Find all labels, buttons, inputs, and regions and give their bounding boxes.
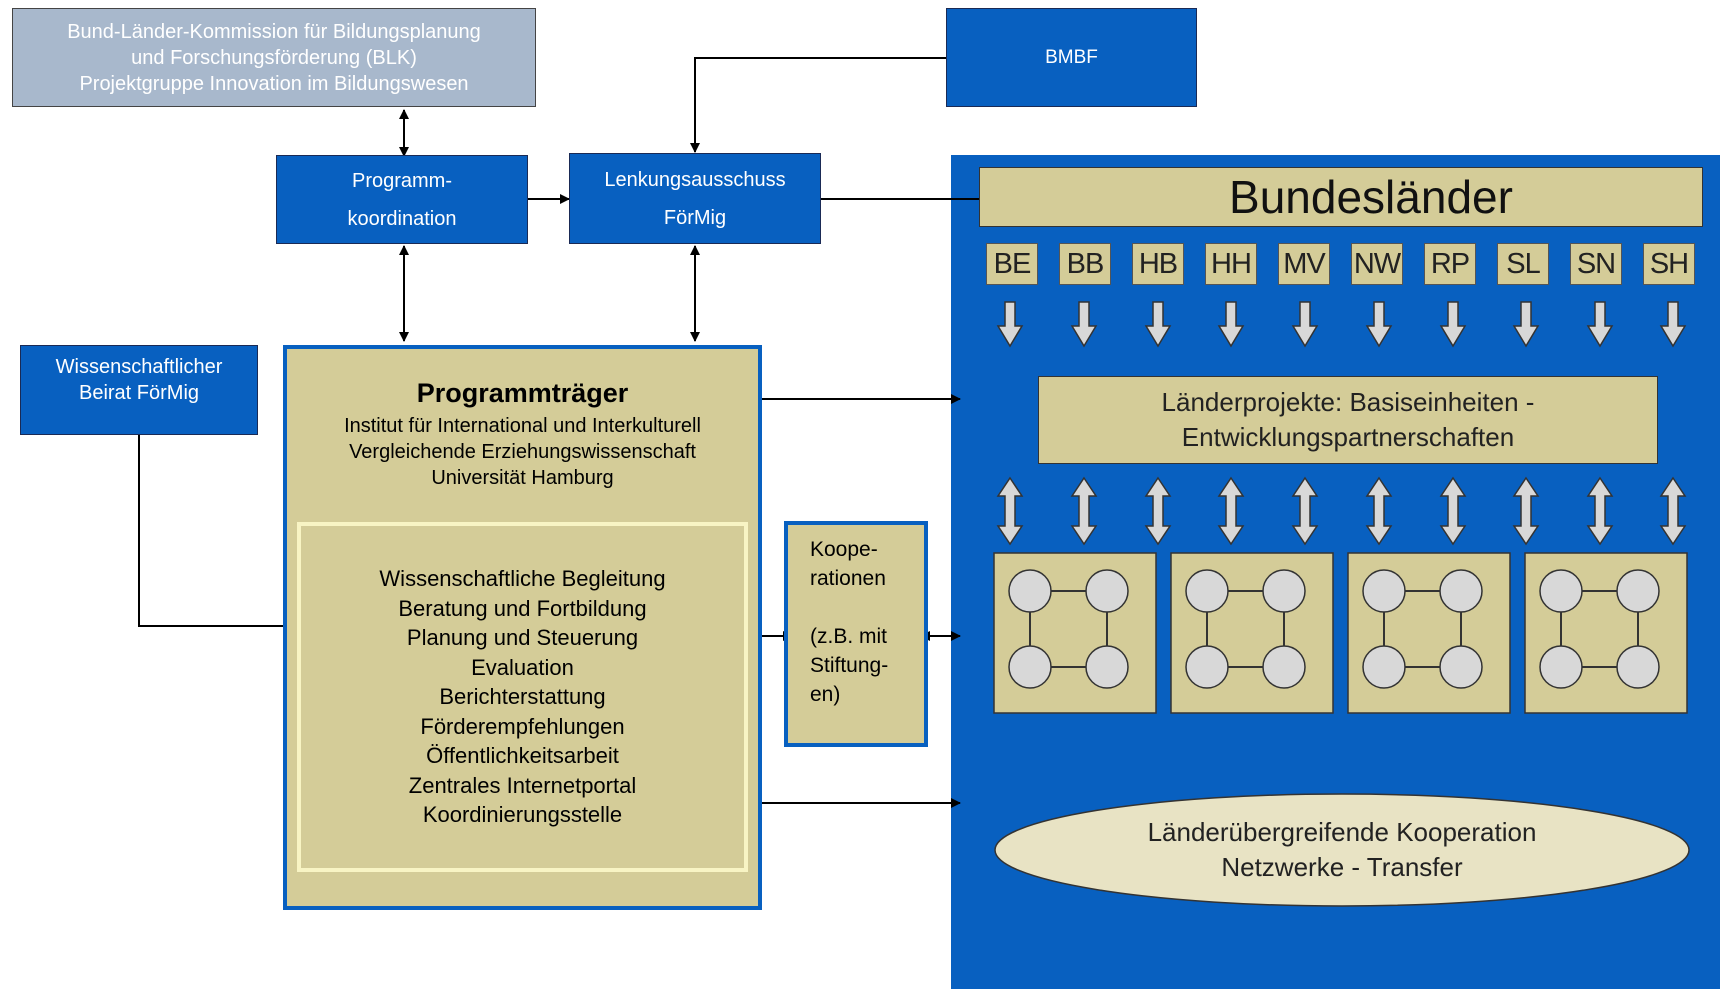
bundeslaender-title-box: Bundesländer xyxy=(979,167,1703,227)
line-beirat-traeger xyxy=(138,435,283,627)
tasks-box: Wissenschaftliche Begleitung Beratung un… xyxy=(297,522,748,872)
down-arrow xyxy=(1365,301,1393,348)
arrow-bmbf-lenkung xyxy=(690,57,946,153)
down-arrow xyxy=(1512,301,1540,348)
state-box: MV xyxy=(1278,243,1330,285)
double-arrow xyxy=(1659,476,1687,546)
down-arrow xyxy=(996,301,1024,348)
down-arrow xyxy=(1291,301,1319,348)
institute-line: Vergleichende Erziehungswissenschaft xyxy=(349,441,696,463)
koordination-line: Programm- xyxy=(351,169,452,192)
state-box: HB xyxy=(1132,243,1184,285)
beirat-box: Wissenschaftlicher Beirat FörMig xyxy=(20,345,258,435)
network-panel xyxy=(1347,552,1511,714)
task-item: Öffentlichkeitsarbeit xyxy=(426,743,619,769)
bmbf-box: BMBF xyxy=(946,8,1197,107)
kooperationen-box: Koope- rationen (z.B. mit Stiftung- en) xyxy=(784,521,928,747)
state-box: BB xyxy=(1059,243,1111,285)
lenkung-line: Lenkungsausschuss xyxy=(604,168,786,191)
state-box: RP xyxy=(1424,243,1476,285)
network-panel xyxy=(1524,552,1688,714)
network-panel xyxy=(993,552,1157,714)
double-arrow xyxy=(1070,476,1098,546)
beirat-line: Wissenschaftlicher xyxy=(55,356,223,378)
down-arrow xyxy=(1586,301,1614,348)
uebergreifend-line: Netzwerke - Transfer xyxy=(1221,852,1463,882)
task-item: Planung und Steuerung xyxy=(406,625,639,651)
laenderprojekte-box: Länderprojekte: Basiseinheiten - Entwick… xyxy=(1038,376,1658,464)
blk-line: Bund-Länder-Kommission für Bildungsplanu… xyxy=(67,20,481,43)
double-arrow xyxy=(1512,476,1540,546)
task-item: Berichterstattung xyxy=(439,684,606,710)
down-arrow xyxy=(1070,301,1098,348)
kooperationen-line: Stiftung- xyxy=(810,654,889,677)
double-arrow xyxy=(1291,476,1319,546)
double-arrow xyxy=(1217,476,1245,546)
institute-line: Institut für International und Interkult… xyxy=(344,415,701,437)
state-down-arrows xyxy=(996,301,1687,348)
bmbf-label: BMBF xyxy=(1045,46,1098,68)
blk-box: Bund-Länder-Kommission für Bildungsplanu… xyxy=(12,8,536,107)
task-item: Evaluation xyxy=(471,654,574,680)
state-box: SH xyxy=(1643,243,1695,285)
blk-line: Projektgruppe Innovation im Bildungswese… xyxy=(79,72,469,95)
koordination-line: koordination xyxy=(347,207,457,230)
laenderprojekte-line: Entwicklungspartnerschaften xyxy=(1181,422,1515,452)
institute-line: Universität Hamburg xyxy=(431,467,614,489)
lenkung-line: FörMig xyxy=(663,206,727,229)
task-item: Beratung und Fortbildung xyxy=(398,595,647,621)
state-box: NW xyxy=(1351,243,1403,285)
uebergreifend-ellipse xyxy=(994,793,1690,907)
bundeslaender-title: Bundesländer xyxy=(1229,171,1513,223)
task-item: Koordinierungsstelle xyxy=(422,802,623,828)
double-arrow xyxy=(1586,476,1614,546)
programmtraeger-title: Programmträger xyxy=(416,378,629,408)
uebergreifend-text: Länderübergreifende Kooperation Netzwerk… xyxy=(1000,808,1684,892)
down-arrow xyxy=(1439,301,1467,348)
double-arrow xyxy=(1144,476,1172,546)
programmkoordination-box: Programm- koordination xyxy=(276,155,528,244)
kooperationen-line xyxy=(810,593,924,622)
state-box: BE xyxy=(986,243,1038,285)
state-box: HH xyxy=(1205,243,1257,285)
kooperationen-line: en) xyxy=(810,683,841,706)
double-arrows xyxy=(996,476,1687,546)
kooperationen-line: Koope- xyxy=(810,538,878,561)
network-panels xyxy=(993,552,1688,714)
task-item: Förderempfehlungen xyxy=(420,713,625,739)
uebergreifend-line: Länderübergreifende Kooperation xyxy=(1147,817,1537,847)
double-arrow xyxy=(996,476,1024,546)
down-arrow xyxy=(1144,301,1172,348)
beirat-line: Beirat FörMig xyxy=(78,382,200,404)
programmtraeger-box: Programmträger Institut für Internationa… xyxy=(283,345,762,910)
double-arrow xyxy=(1439,476,1467,546)
kooperationen-line: rationen xyxy=(810,567,886,590)
state-box: SN xyxy=(1570,243,1622,285)
blk-line: und Forschungsförderung (BLK) xyxy=(131,46,417,69)
state-box: SL xyxy=(1497,243,1549,285)
task-item: Zentrales Internetportal xyxy=(408,772,637,798)
down-arrow xyxy=(1659,301,1687,348)
kooperationen-line: (z.B. mit xyxy=(810,625,887,648)
double-arrow xyxy=(1365,476,1393,546)
laenderprojekte-line: Länderprojekte: Basiseinheiten - xyxy=(1161,387,1535,417)
task-item: Wissenschaftliche Begleitung xyxy=(379,566,666,592)
programmtraeger-institute: Institut für International und Interkult… xyxy=(287,413,758,491)
network-panel xyxy=(1170,552,1334,714)
lenkungsausschuss-box: Lenkungsausschuss FörMig xyxy=(569,153,821,244)
down-arrow xyxy=(1217,301,1245,348)
